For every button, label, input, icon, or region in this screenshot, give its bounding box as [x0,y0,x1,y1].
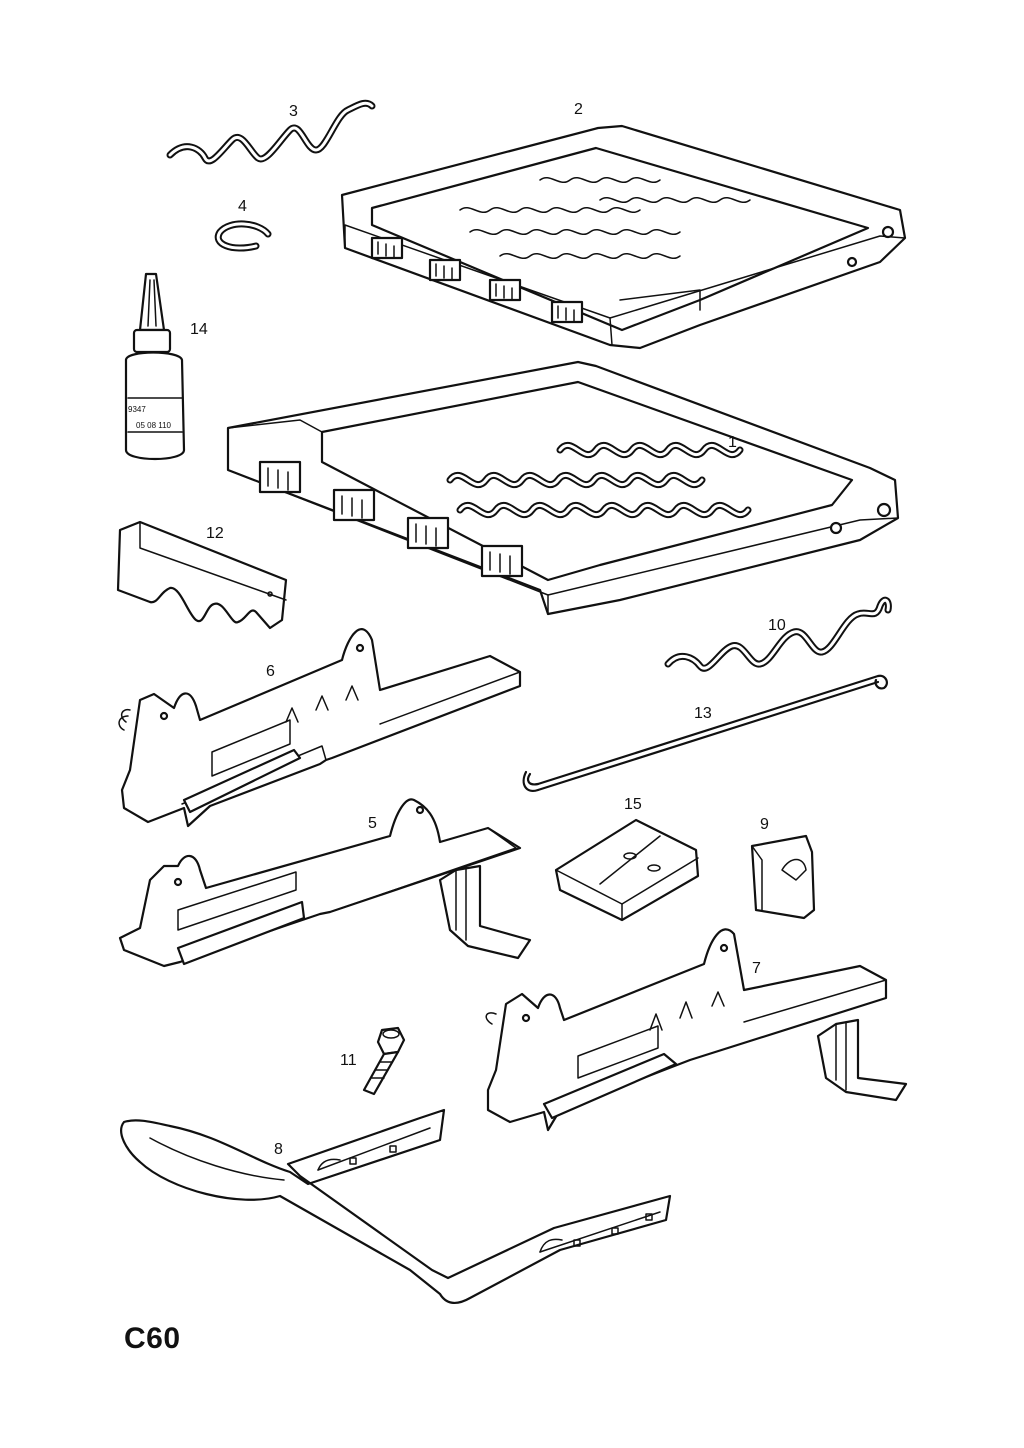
callout-6: 6 [266,663,275,680]
callout-8: 8 [274,1141,283,1158]
part-7-seat-rail [485,928,908,1132]
part-14-adhesive-bottle [124,272,186,461]
callout-15: 15 [624,796,642,813]
part-13-rod [522,674,888,792]
part-6-seat-rail [118,628,522,828]
callout-10: 10 [768,617,786,634]
part-8-handle-bar [120,1108,672,1304]
part-4-clip-ring [214,220,272,252]
part-3-spring [166,99,376,165]
bottle-label-line2: 05 08 110 [136,421,172,430]
bottle-label-line1: 9347 [128,405,146,414]
callout-3: 3 [289,103,298,120]
callout-4: 4 [238,198,247,215]
callout-12: 12 [206,525,224,542]
callout-11: 11 [340,1052,357,1069]
part-9-clip [750,834,816,920]
part-11-bolt [362,1026,406,1096]
callout-13: 13 [694,705,712,722]
part-2-seat-frame-upper [340,124,907,350]
callout-2: 2 [574,101,583,118]
part-15-plate [554,818,700,922]
part-5-seat-rail [118,798,532,968]
part-12-trim-cover [116,520,288,630]
callout-9: 9 [760,816,769,833]
part-1-seat-frame-lower [226,360,900,616]
part-10-spring [664,596,892,672]
callout-1: 1 [728,434,737,451]
callout-5: 5 [368,815,377,832]
callout-7: 7 [752,960,761,977]
page-code: C60 [124,1322,181,1355]
callout-14: 14 [190,321,208,338]
